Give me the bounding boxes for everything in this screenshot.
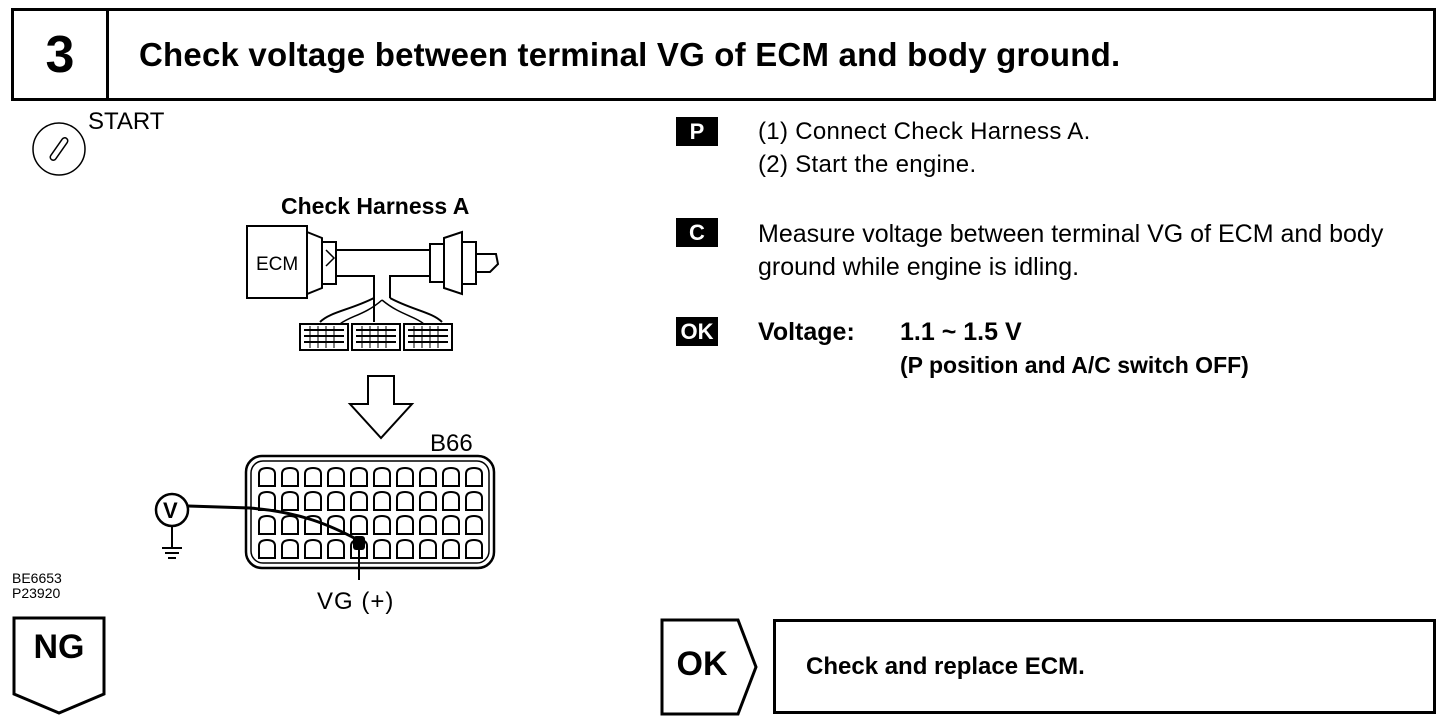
terminal-cavity (442, 466, 460, 487)
figure-code: P23920 (12, 585, 61, 601)
probe-lead (187, 504, 359, 542)
ng-flow-arrow (12, 616, 106, 715)
terminal-cavity (373, 466, 391, 487)
terminal-cavity (281, 538, 299, 559)
vg-terminal-probe (353, 536, 365, 550)
terminal-cavity (373, 490, 391, 511)
step-header: 3 Check voltage between terminal VG of E… (11, 8, 1436, 101)
spec-value: 1.1 ~ 1.5 V (900, 318, 1022, 346)
engine-connector (443, 230, 463, 296)
ecm-label: ECM (256, 254, 298, 275)
terminal-cavity (281, 466, 299, 487)
terminal-cavity (350, 514, 368, 535)
start-label: START (88, 108, 165, 135)
step-title: Check voltage between terminal VG of ECM… (139, 35, 1121, 73)
harness-diagram: ECM V (154, 225, 500, 580)
ecm-connector (306, 230, 323, 296)
terminal-cavity (442, 514, 460, 535)
prepare-step: (1) Connect Check Harness A. (758, 118, 1091, 145)
terminal-cavity (419, 514, 437, 535)
terminal-cavity (396, 514, 414, 535)
figure-codes: BE6653 P23920 (12, 571, 62, 601)
ok-badge: OK (676, 317, 718, 346)
check-badge: C (676, 218, 718, 247)
terminal-cavity (465, 514, 483, 535)
terminal-cavity (350, 490, 368, 511)
harness-title: Check Harness A (281, 193, 470, 219)
terminal-cavity (258, 466, 276, 487)
terminal-cavity (281, 514, 299, 535)
ok-flow-arrow (660, 618, 758, 716)
figure-code: BE6653 (12, 570, 62, 586)
terminal-cavity (304, 538, 322, 559)
terminal-cavity (396, 466, 414, 487)
prepare-badge: P (676, 117, 718, 146)
terminal-cavity (419, 466, 437, 487)
terminal-cavity (373, 538, 391, 559)
down-arrow-icon (347, 375, 415, 440)
start-key-icon (32, 122, 86, 176)
prepare-step: (2) Start the engine. (758, 151, 977, 178)
check-connectors (299, 323, 453, 351)
terminal-cavity (258, 538, 276, 559)
terminal-cavity (373, 514, 391, 535)
terminal-cavity (350, 466, 368, 487)
terminal-cavity (419, 538, 437, 559)
check-instruction: Measure voltage between terminal VG of E… (758, 220, 1384, 281)
terminal-cavity (258, 490, 276, 511)
connector-label: B66 (430, 430, 473, 457)
ok-label: OK (676, 645, 728, 683)
harness-cable (336, 249, 430, 298)
terminal-cavity (396, 538, 414, 559)
ok-action-text: Check and replace ECM. (806, 652, 1085, 680)
ok-action-box: Check and replace ECM. (773, 619, 1436, 714)
terminal-cavity (442, 490, 460, 511)
terminal-cavity (327, 490, 345, 511)
terminal-cavity (327, 466, 345, 487)
terminal-cavity (281, 490, 299, 511)
terminal-cavity (465, 466, 483, 487)
ng-label: NG (33, 628, 85, 666)
terminal-cavity (465, 538, 483, 559)
terminal-cavity (304, 466, 322, 487)
spec-condition: (P position and A/C switch OFF) (900, 352, 1249, 378)
terminal-cavity (327, 538, 345, 559)
terminal-cavity (258, 514, 276, 535)
step-number: 3 (14, 11, 109, 98)
ground-icon (162, 526, 182, 559)
terminal-label: VG (+) (317, 588, 395, 615)
terminal-cavity (304, 490, 322, 511)
b66-terminals (258, 466, 483, 559)
terminal-cavity (396, 490, 414, 511)
terminal-cavity (442, 538, 460, 559)
terminal-cavity (465, 490, 483, 511)
spec-label: Voltage: (758, 318, 855, 346)
terminal-cavity (419, 490, 437, 511)
voltmeter-symbol: V (163, 498, 178, 523)
ecm-box (246, 225, 308, 299)
